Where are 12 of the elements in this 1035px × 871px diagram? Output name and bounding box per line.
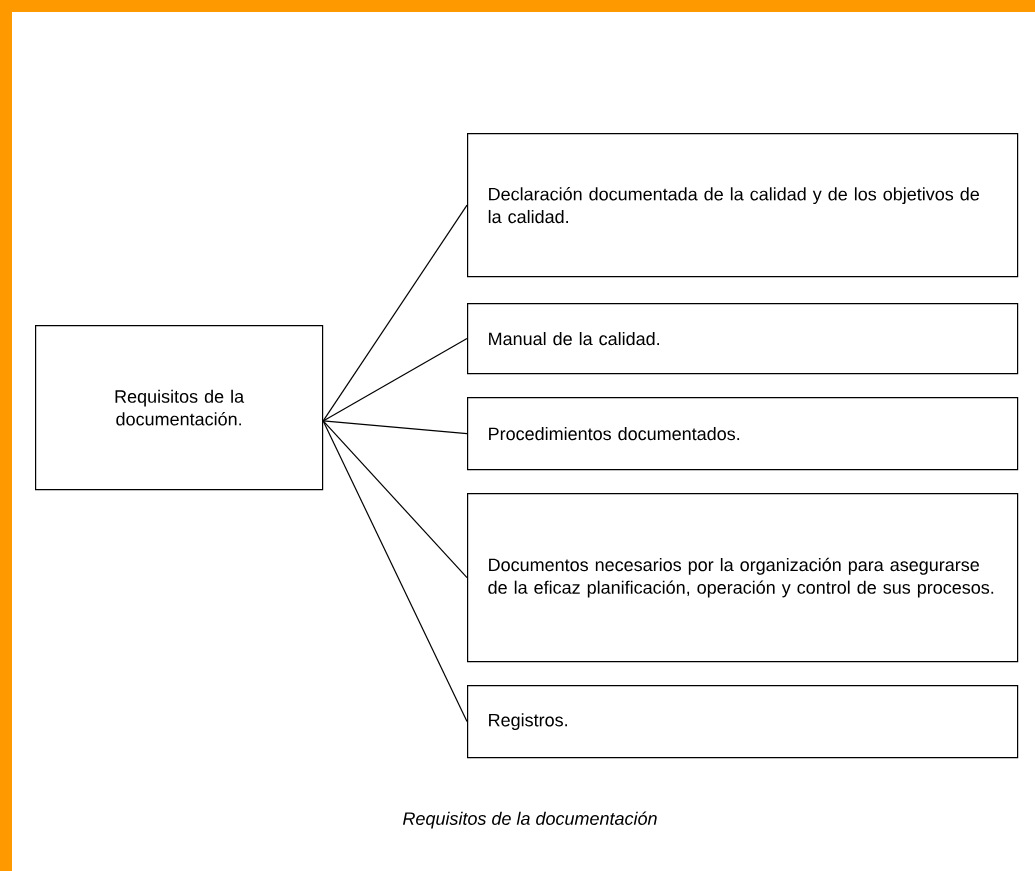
text-box: Manual de la calidad. xyxy=(467,303,1019,375)
text-box: Declaración documentada de la calidad y de los objetivos de la calidad. xyxy=(467,133,1019,278)
connector-line xyxy=(322,420,468,723)
connector-line xyxy=(322,420,468,579)
text-box: Requisitos de la documentación. xyxy=(35,325,324,491)
text-box: Procedimientos documentados. xyxy=(467,397,1019,471)
caption: Requisitos de la documentación xyxy=(402,811,657,829)
text-box: Documentos necesarios por la organización para asegurarse de la eficaz planificación, operación y control de sus procesos. xyxy=(467,493,1019,663)
connector-line xyxy=(322,204,468,422)
text-box: Registros. xyxy=(467,685,1019,759)
connector-line xyxy=(322,420,468,435)
connector-line xyxy=(322,338,468,422)
